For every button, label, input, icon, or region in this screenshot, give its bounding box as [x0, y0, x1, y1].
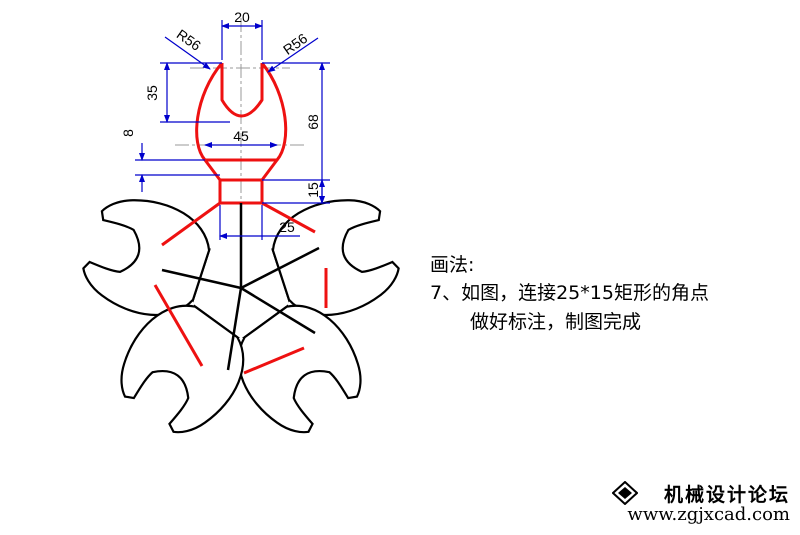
note-heading: 画法: — [430, 254, 475, 276]
note-step-line1: 7、如图，连接25*15矩形的角点 — [430, 282, 709, 304]
wrench-right-lower — [219, 288, 379, 448]
forum-logo-icon — [612, 481, 638, 505]
dim-label-20: 20 — [234, 9, 250, 25]
wrench-top-highlight — [195, 62, 288, 205]
corner-links — [153, 201, 328, 375]
dim-label-8: 8 — [120, 129, 136, 137]
center-spokes — [161, 203, 320, 371]
watermark-title: 机械设计论坛 — [663, 484, 790, 506]
dim-label-45: 45 — [233, 128, 249, 144]
dim-label-68: 68 — [305, 114, 321, 130]
dim-label-25: 25 — [279, 219, 295, 235]
dim-label-15: 15 — [305, 182, 321, 198]
note-step-line2: 做好标注，制图完成 — [470, 311, 642, 333]
dim-label-r56-left: R56 — [174, 26, 204, 54]
dimension-lines — [135, 20, 330, 240]
watermark-url: www.zgjxcad.com — [627, 504, 790, 525]
dim-label-35: 35 — [144, 85, 160, 101]
